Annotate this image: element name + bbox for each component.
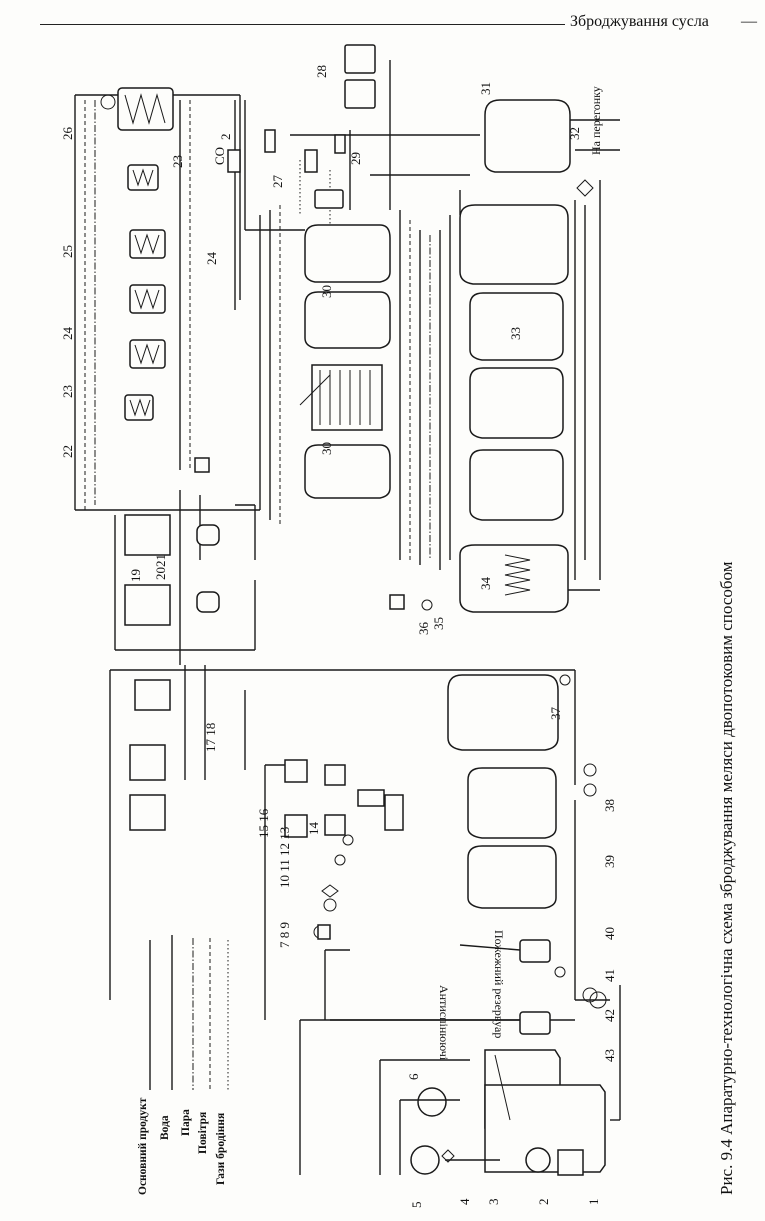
pump-35 xyxy=(421,599,433,611)
units-40-42 xyxy=(330,939,598,1035)
callout-33: 33 xyxy=(508,327,523,340)
callout-35: 35 xyxy=(431,617,446,630)
callout-25: 25 xyxy=(60,245,75,258)
callout-36: 36 xyxy=(416,622,431,636)
callout-29: 29 xyxy=(348,152,363,165)
callout-30-upper: 30 xyxy=(319,285,334,298)
callout-1: 1 xyxy=(586,1199,601,1206)
callout-30-lower: 30 xyxy=(319,442,334,455)
callout-24-right: 24 xyxy=(204,252,219,266)
co2-label: CO xyxy=(212,147,227,165)
co2-separator xyxy=(227,129,346,173)
tanks-1-3 xyxy=(484,1049,606,1176)
fermenter-30-d xyxy=(304,444,391,499)
callout-39: 39 xyxy=(602,855,617,868)
callout-26: 26 xyxy=(60,127,75,141)
callout-40: 40 xyxy=(602,927,617,940)
unit-24 xyxy=(129,339,166,369)
callout-32: 32 xyxy=(567,127,582,140)
callout-2: 2 xyxy=(536,1199,551,1206)
callout-14: 14 xyxy=(306,822,321,836)
co2-subscript: 2 xyxy=(218,134,233,141)
unit-22 xyxy=(194,457,210,473)
devices-7-12 xyxy=(313,834,354,940)
legend-main-product: Основний продукт xyxy=(137,1097,149,1195)
unit-28 xyxy=(344,44,376,109)
figure-caption: Рис. 9.4 Апаратурно-технологічна схема з… xyxy=(717,561,736,1195)
callout-3: 3 xyxy=(486,1199,501,1206)
unit-29 xyxy=(314,189,344,209)
callout-10-13: 10 11 12 13 xyxy=(277,827,292,888)
fermenter-30-a xyxy=(304,224,391,283)
unit-36 xyxy=(389,594,405,610)
legend-air: Повітря xyxy=(197,1112,209,1154)
fire-tank-label: Пожежний резервуар xyxy=(492,930,506,1038)
callout-20-21: 2021 xyxy=(153,554,168,580)
tank-34 xyxy=(459,544,569,613)
legend-fermentation-gas: Гази бродіння xyxy=(215,1113,227,1185)
callout-34: 34 xyxy=(478,577,493,591)
units-13-16 xyxy=(284,759,404,838)
callout-6: 6 xyxy=(406,1073,421,1080)
callout-23-top: 23 xyxy=(170,155,185,168)
tanks-37-39 xyxy=(447,674,597,909)
callout-43: 43 xyxy=(602,1049,617,1062)
to-distillation-label: На перегонку xyxy=(589,86,603,155)
callout-27: 27 xyxy=(270,175,285,189)
callout-22: 22 xyxy=(60,445,75,458)
callout-37: 37 xyxy=(548,707,563,721)
unit-25 xyxy=(129,229,166,314)
tank-31 xyxy=(484,99,571,173)
callout-19: 19 xyxy=(128,569,143,582)
valve-32 xyxy=(576,179,594,197)
callout-17-18: 17 18 xyxy=(203,723,218,752)
vat-row-33 xyxy=(459,204,569,521)
legend-water: Вода xyxy=(159,1115,171,1140)
header-dash: — xyxy=(741,13,757,30)
callout-23-lower: 23 xyxy=(60,385,75,398)
callout-4: 4 xyxy=(457,1198,472,1205)
callout-42: 42 xyxy=(602,1009,617,1022)
pipe-network xyxy=(74,60,621,1175)
unit-23-lower xyxy=(124,394,154,421)
unit-23-top xyxy=(127,164,159,191)
callout-41: 41 xyxy=(602,969,617,982)
pumps-2-6 xyxy=(379,1059,551,1175)
legend: Основний продукт Вода Пара Повітря Гази … xyxy=(137,935,229,1195)
fermenter-30-c xyxy=(299,364,383,431)
section-title: Зброджування сусла xyxy=(570,13,709,30)
unit-26 xyxy=(100,87,174,131)
callout-28: 28 xyxy=(314,65,329,78)
callout-38: 38 xyxy=(602,799,617,812)
legend-steam: Пара xyxy=(180,1109,192,1136)
callout-5: 5 xyxy=(409,1202,424,1209)
callout-numbers: 1 2 3 4 5 6 7 8 9 10 11 12 13 14 15 16 1… xyxy=(60,65,617,1208)
callout-7-9: 7 8 9 xyxy=(277,922,292,948)
callout-31: 31 xyxy=(478,82,493,95)
fermenter-30-b xyxy=(304,291,391,349)
callout-24-left: 24 xyxy=(60,327,75,341)
antifoam-label: Антиспінюючі xyxy=(437,985,451,1061)
callout-15-16: 15 16 xyxy=(256,808,271,838)
header-rule xyxy=(40,24,565,25)
tanks-15-18 xyxy=(129,679,171,831)
pump-43 xyxy=(589,991,607,1009)
collectors-19-21 xyxy=(124,514,220,626)
